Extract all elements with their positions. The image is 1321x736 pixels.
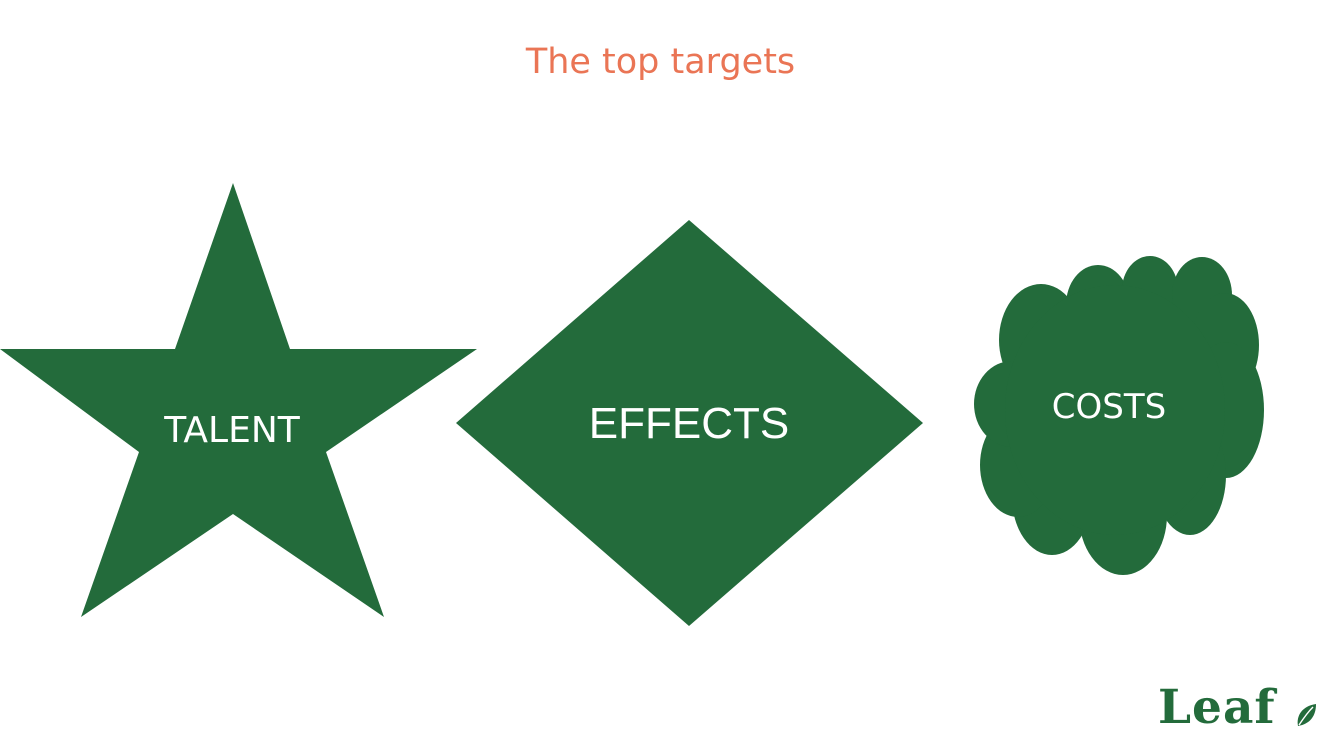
leaf-icon (1297, 704, 1316, 726)
leaf-logo: Leaf (1158, 680, 1318, 736)
cloud-label: COSTS (1051, 387, 1167, 427)
diamond-shape (456, 220, 923, 626)
logo-text: Leaf (1158, 680, 1276, 735)
star-shape (0, 183, 477, 617)
star-label: TALENT (164, 410, 300, 451)
diamond-label: EFFECTS (588, 399, 790, 448)
cloud-shape (974, 256, 1264, 575)
slide-title: The top targets (525, 42, 796, 82)
